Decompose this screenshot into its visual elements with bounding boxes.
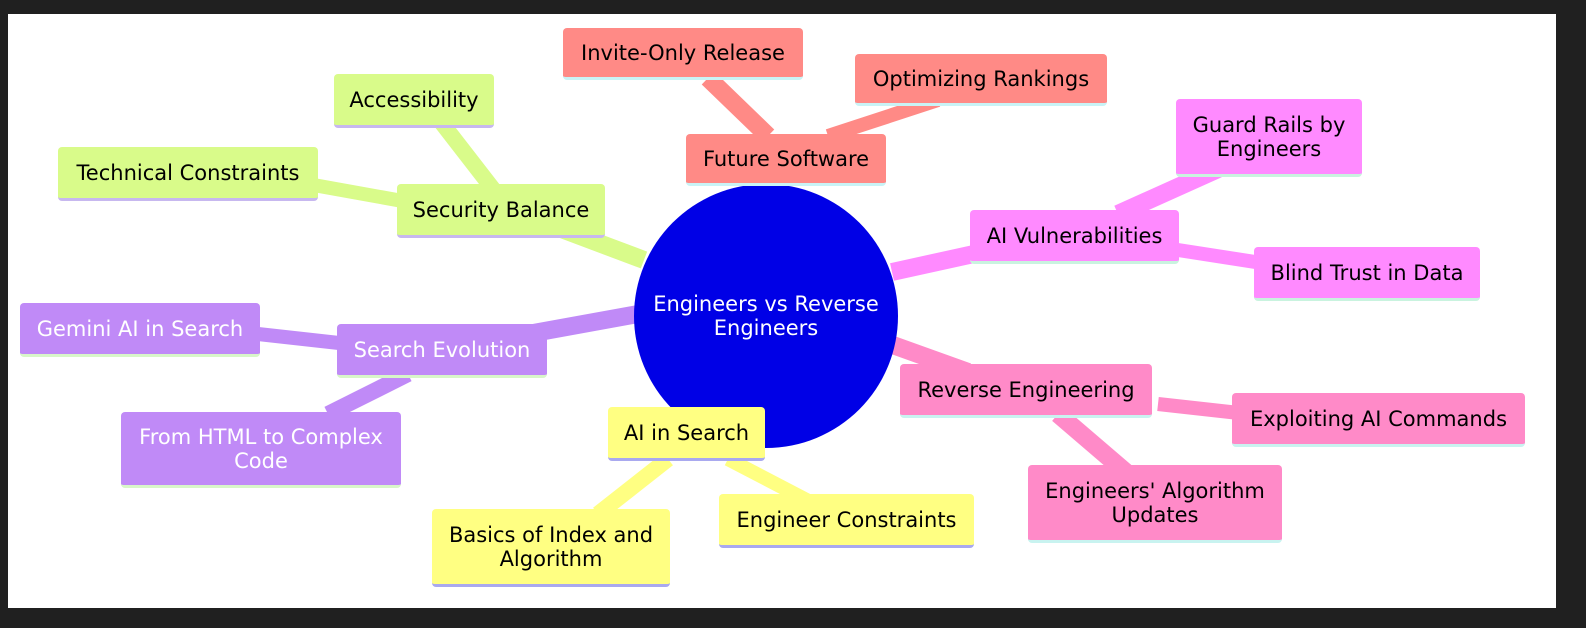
branch-future-software: Future Software bbox=[686, 134, 886, 186]
branch-search-evolution: Search Evolution bbox=[337, 324, 547, 378]
edge-ai-vulnerabilities-blind-trust bbox=[1176, 243, 1270, 271]
leaf-accessibility: Accessibility bbox=[334, 74, 494, 128]
edge-ai-in-search-basics bbox=[593, 452, 673, 521]
leaf-exploiting-ai-commands: Exploiting AI Commands bbox=[1232, 393, 1525, 447]
center-node-label: Engineers vs Reverse Engineers bbox=[653, 292, 879, 340]
branch-reverse-engineering: Reverse Engineering bbox=[900, 364, 1152, 418]
leaf-basics-of-index-and-algorithm: Basics of Index and Algorithm bbox=[432, 509, 670, 587]
leaf-invite-only-release: Invite-Only Release bbox=[563, 28, 803, 80]
mind-map: Engineers vs Reverse Engineers Future So… bbox=[8, 14, 1556, 608]
branch-ai-vulnerabilities: AI Vulnerabilities bbox=[970, 210, 1179, 264]
edge-search-evolution-gemini bbox=[257, 327, 349, 351]
edge-security-balance-technical bbox=[306, 177, 410, 209]
leaf-gemini-ai-in-search: Gemini AI in Search bbox=[20, 303, 260, 357]
leaf-optimizing-rankings: Optimizing Rankings bbox=[855, 54, 1107, 106]
leaf-engineer-constraints: Engineer Constraints bbox=[719, 494, 974, 548]
leaf-from-html-to-complex-code: From HTML to Complex Code bbox=[121, 412, 401, 488]
edge-search-evolution-html bbox=[324, 366, 412, 422]
edge-center-ai-vulnerabilities bbox=[890, 243, 985, 281]
edge-reverse-engineering-updates bbox=[1052, 407, 1134, 481]
leaf-technical-constraints: Technical Constraints bbox=[58, 147, 318, 201]
edge-security-balance-accessibility bbox=[431, 113, 500, 194]
leaf-blind-trust-in-data: Blind Trust in Data bbox=[1254, 247, 1480, 301]
leaf-engineers-algorithm-updates: Engineers' Algorithm Updates bbox=[1028, 465, 1282, 543]
branch-security-balance: Security Balance bbox=[397, 184, 605, 238]
leaf-guard-rails-by-engineers: Guard Rails by Engineers bbox=[1176, 99, 1362, 177]
center-node: Engineers vs Reverse Engineers bbox=[634, 184, 898, 448]
edge-future-software-invite-only bbox=[701, 71, 775, 143]
branch-ai-in-search: AI in Search bbox=[608, 407, 765, 461]
edge-future-software-optimizing bbox=[825, 93, 941, 143]
